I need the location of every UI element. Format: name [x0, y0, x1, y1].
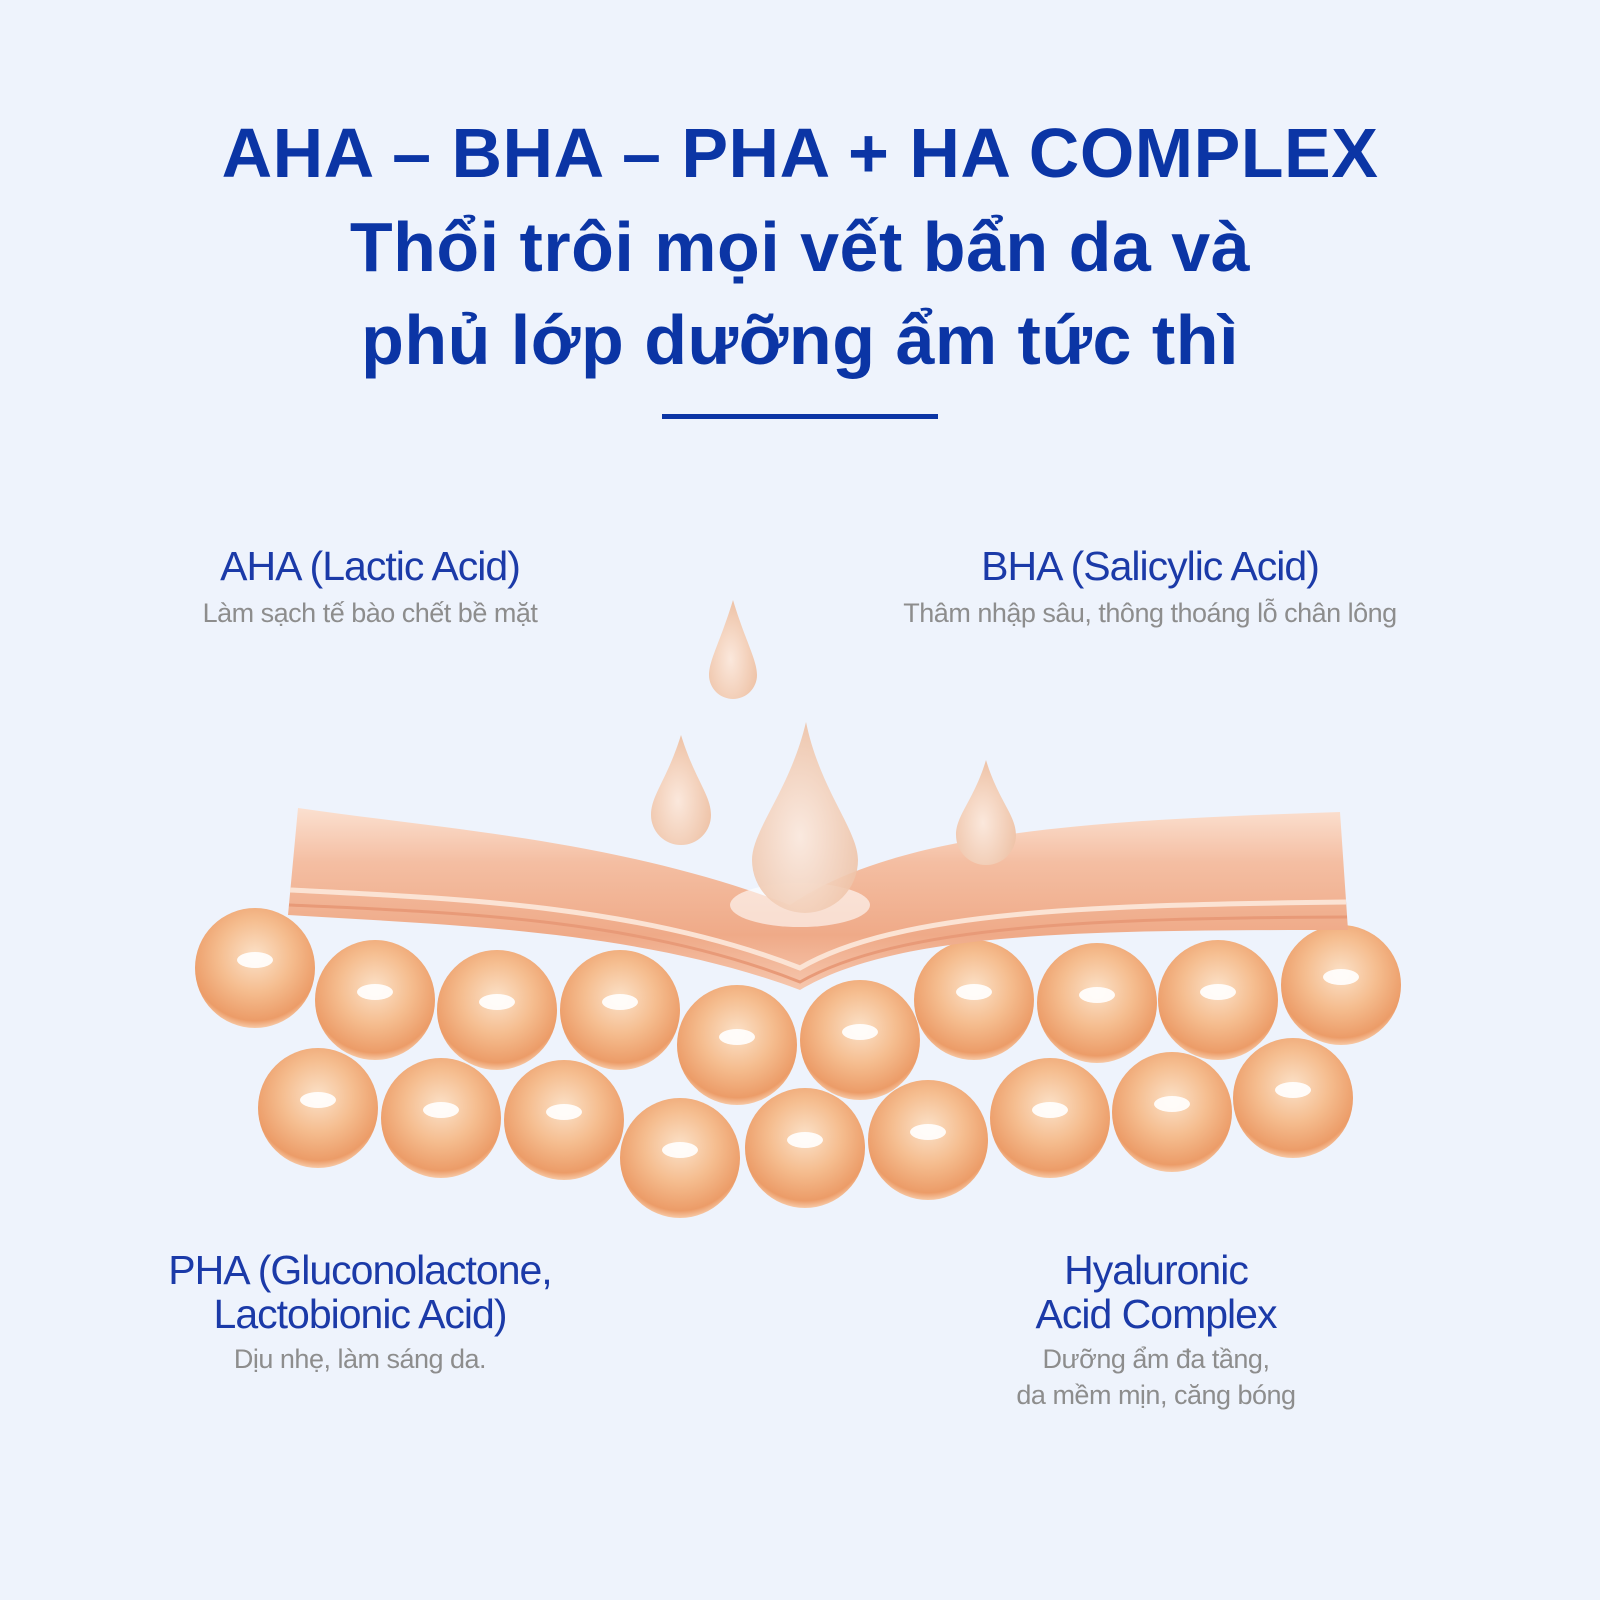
sphere-highlight: [787, 1132, 823, 1148]
sphere-highlight: [1323, 969, 1359, 985]
sphere-highlight: [662, 1142, 698, 1158]
sphere-highlight: [357, 984, 393, 1000]
aha-label: AHA (Lactic Acid): [220, 543, 521, 589]
sphere-highlight: [1154, 1096, 1190, 1112]
sphere-highlight: [300, 1092, 336, 1108]
sphere-highlight: [237, 952, 273, 968]
sphere-highlight: [479, 994, 515, 1010]
pha-label-line-1: PHA (Gluconolactone,: [168, 1247, 552, 1293]
sphere-highlight: [546, 1104, 582, 1120]
droplets: [651, 600, 1016, 913]
title-divider: [662, 414, 938, 419]
pha-label-line-2: Lactobionic Acid): [213, 1291, 508, 1337]
ha-label-line-2: Acid Complex: [1035, 1291, 1278, 1337]
sphere-highlight: [602, 994, 638, 1010]
sphere-highlight: [719, 1029, 755, 1045]
sphere-highlight: [1200, 984, 1236, 1000]
ha-description-line-2: da mềm mịn, căng bóng: [1016, 1380, 1296, 1410]
sphere-highlight: [1032, 1102, 1068, 1118]
aha-description: Làm sạch tế bào chết bề mặt: [202, 598, 538, 628]
title-line-2: Thổi trôi mọi vết bẩn da và: [349, 208, 1251, 286]
bha-description: Thâm nhập sâu, thông thoáng lỗ chân lông: [903, 598, 1397, 628]
bha-label: BHA (Salicylic Acid): [981, 543, 1320, 589]
sphere-highlight: [1079, 987, 1115, 1003]
title-line-1: AHA – BHA – PHA + HA COMPLEX: [221, 114, 1379, 192]
ha-description-line-1: Dưỡng ẩm đa tầng,: [1042, 1344, 1270, 1374]
sphere-highlight: [842, 1024, 878, 1040]
sphere-highlight: [956, 984, 992, 1000]
ha-label-line-1: Hyaluronic: [1064, 1247, 1249, 1293]
pha-description: Dịu nhẹ, làm sáng da.: [233, 1344, 487, 1374]
sphere-highlight: [1275, 1082, 1311, 1098]
title-line-3: phủ lớp dưỡng ẩm tức thì: [361, 301, 1239, 379]
sphere-highlight: [423, 1102, 459, 1118]
sphere-highlight: [910, 1124, 946, 1140]
